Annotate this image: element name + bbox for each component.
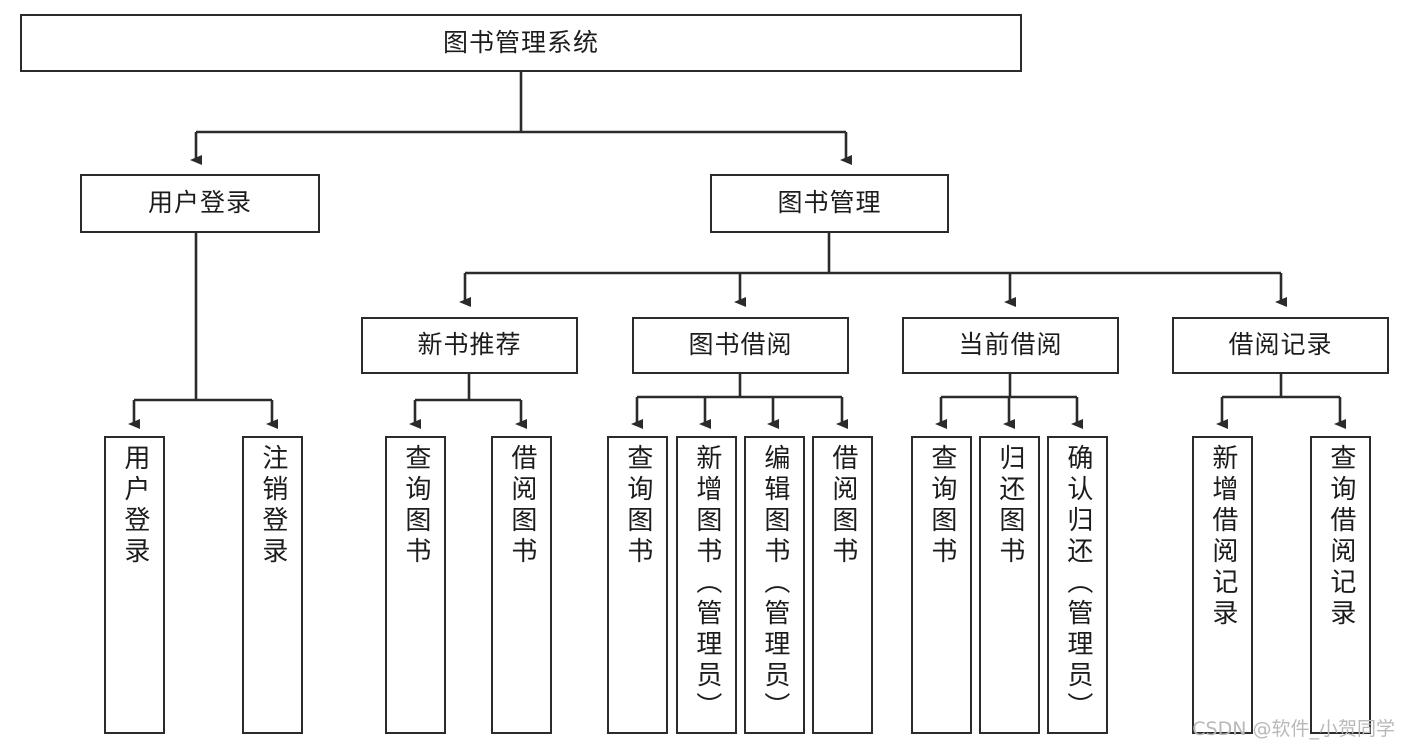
node-label: 借阅图书 bbox=[827, 444, 858, 568]
node-book-management[interactable]: 图书管理 bbox=[710, 174, 949, 233]
node-label: 用户登录 bbox=[119, 444, 150, 568]
node-label: 图书管理系统 bbox=[442, 27, 599, 57]
node-root-system[interactable]: 图书管理系统 bbox=[20, 14, 1022, 72]
node-new-book-recommend[interactable]: 新书推荐 bbox=[361, 317, 578, 374]
node-label: 查询图书 bbox=[400, 444, 431, 568]
node-label: 归还图书 bbox=[994, 444, 1025, 568]
node-label: 新增借阅记录 bbox=[1207, 444, 1238, 630]
node-leaf-query-record[interactable]: 查询借阅记录 bbox=[1310, 436, 1371, 734]
node-leaf-return-book[interactable]: 归还图书 bbox=[979, 436, 1040, 734]
node-label: 注销登录 bbox=[257, 444, 288, 568]
node-label: 借阅记录 bbox=[1228, 330, 1333, 360]
node-label: 查询借阅记录 bbox=[1325, 444, 1356, 630]
node-label: 借阅图书 bbox=[506, 444, 537, 568]
node-leaf-confirm-return[interactable]: 确认归还（管理员） bbox=[1047, 436, 1108, 734]
node-label: 编辑图书（管理员） bbox=[759, 444, 790, 723]
node-leaf-borrow-book-2[interactable]: 借阅图书 bbox=[812, 436, 873, 734]
node-leaf-borrow-book-1[interactable]: 借阅图书 bbox=[491, 436, 552, 734]
node-borrow-record[interactable]: 借阅记录 bbox=[1172, 317, 1389, 374]
node-book-borrow[interactable]: 图书借阅 bbox=[632, 317, 849, 374]
node-leaf-query-book-3[interactable]: 查询图书 bbox=[911, 436, 972, 734]
node-label: 图书管理 bbox=[777, 188, 882, 218]
node-label: 查询图书 bbox=[926, 444, 957, 568]
node-leaf-edit-book[interactable]: 编辑图书（管理员） bbox=[744, 436, 805, 734]
node-leaf-add-record[interactable]: 新增借阅记录 bbox=[1192, 436, 1253, 734]
watermark-text: CSDN @软件_小贺同学 bbox=[1192, 718, 1395, 740]
node-label: 确认归还（管理员） bbox=[1062, 444, 1093, 723]
node-label: 查询图书 bbox=[622, 444, 653, 568]
node-label: 图书借阅 bbox=[688, 330, 793, 360]
node-leaf-add-book[interactable]: 新增图书（管理员） bbox=[676, 436, 737, 734]
node-label: 用户登录 bbox=[147, 188, 252, 218]
node-leaf-query-book-2[interactable]: 查询图书 bbox=[607, 436, 668, 734]
node-label: 新书推荐 bbox=[417, 330, 522, 360]
node-leaf-user-login[interactable]: 用户登录 bbox=[104, 436, 165, 734]
node-label: 新增图书（管理员） bbox=[691, 444, 722, 723]
node-leaf-query-book-1[interactable]: 查询图书 bbox=[385, 436, 446, 734]
node-current-borrow[interactable]: 当前借阅 bbox=[902, 317, 1119, 374]
node-leaf-user-logout[interactable]: 注销登录 bbox=[242, 436, 303, 734]
node-user-login[interactable]: 用户登录 bbox=[80, 174, 320, 233]
node-label: 当前借阅 bbox=[958, 330, 1063, 360]
